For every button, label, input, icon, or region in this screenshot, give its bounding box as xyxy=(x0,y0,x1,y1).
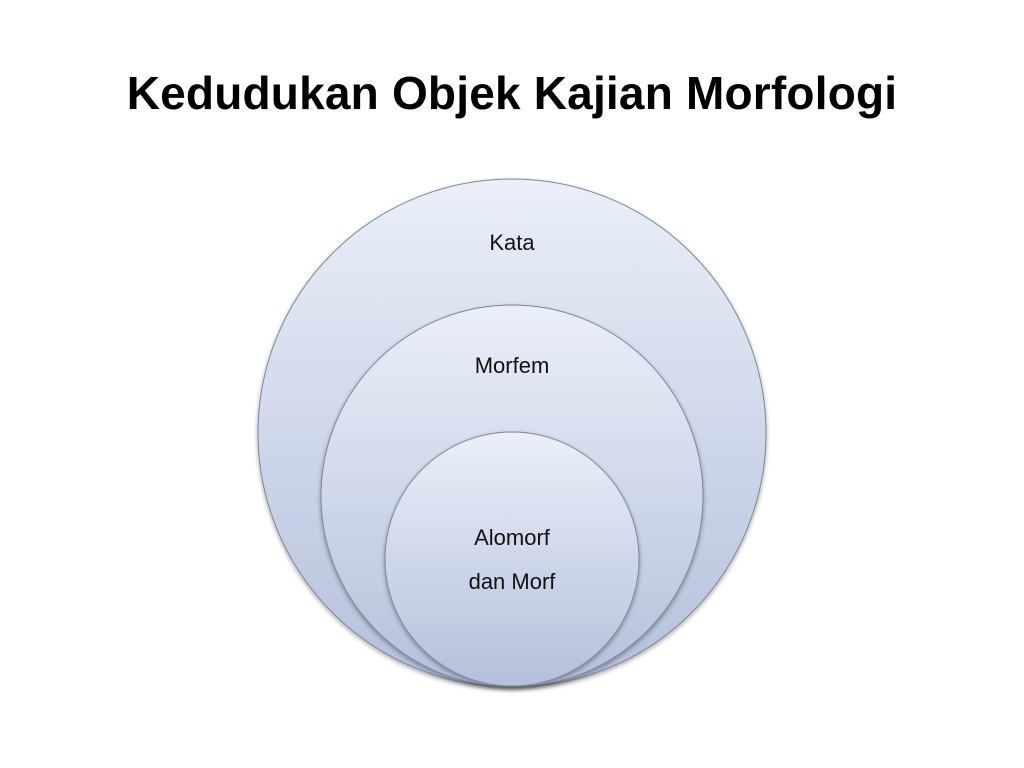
label-line: Kata xyxy=(489,230,535,255)
circle-inner xyxy=(384,431,640,687)
circle-label-morfem: Morfem xyxy=(362,344,662,388)
circle-label-alomorf-dan-morf: Alomorf dan Morf xyxy=(362,516,662,604)
label-line: dan Morf xyxy=(468,569,556,594)
slide-title: Kedudukan Objek Kajian Morfologi xyxy=(126,67,898,119)
label-line: Alomorf xyxy=(474,525,550,550)
label-line: Morfem xyxy=(474,353,550,378)
circle-label-kata: Kata xyxy=(362,221,662,265)
